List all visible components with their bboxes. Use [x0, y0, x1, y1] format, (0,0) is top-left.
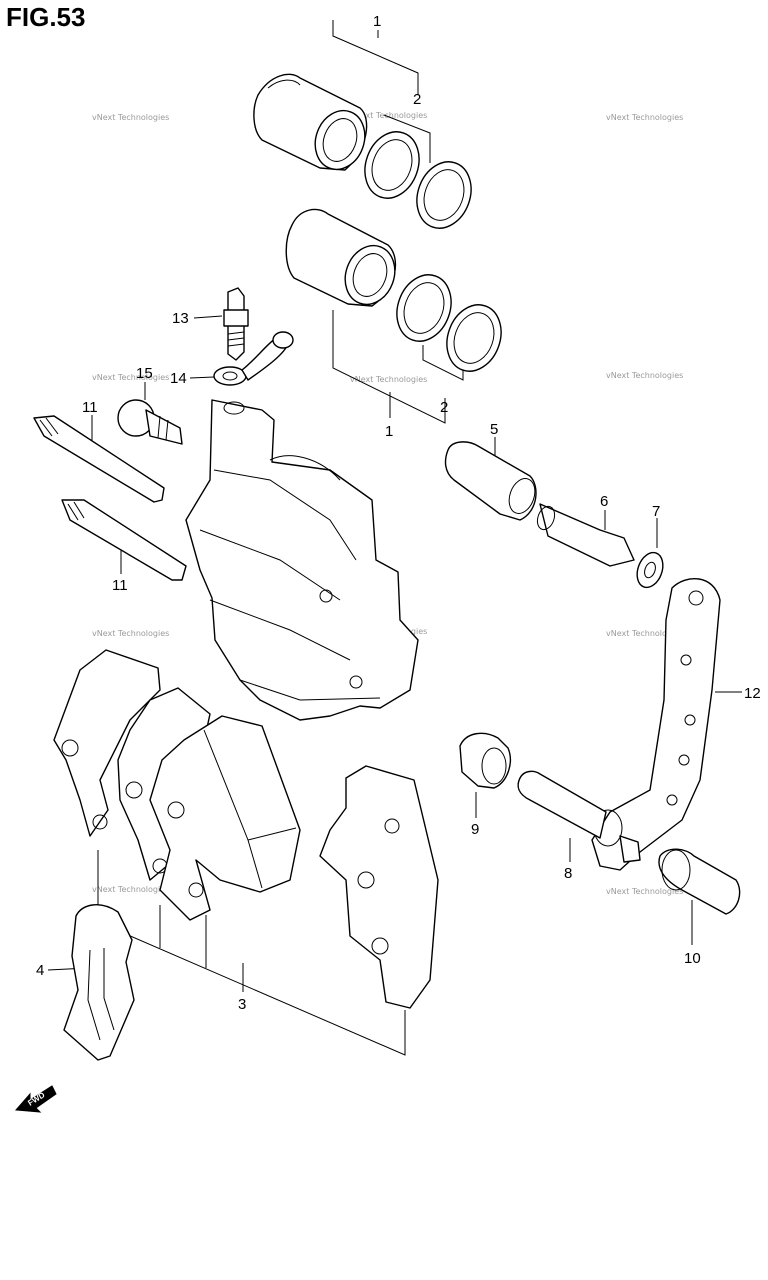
fwd-arrow: FWD: [14, 1085, 57, 1113]
watermark-text: vNext Technologies: [92, 373, 169, 382]
watermark-text: vNext Technologies: [606, 629, 683, 638]
brake-pad-shim-rear: [319, 765, 439, 1009]
seal-upper-1: [364, 131, 420, 199]
seal-lower-1: [396, 274, 452, 342]
callout-1[interactable]: 1: [385, 423, 393, 440]
brake-pad-shim-outer: [53, 649, 161, 837]
watermark-text: vNext Technologies: [606, 371, 683, 380]
slide-pin-upper: [33, 415, 165, 503]
callout-2[interactable]: 2: [440, 399, 448, 416]
bleeder-valve: [223, 287, 249, 361]
callout-3[interactable]: 3: [238, 996, 246, 1013]
bracket-bushing: [658, 848, 741, 915]
seal-upper-2: [416, 161, 472, 229]
pin-boot: [459, 732, 512, 789]
guide-pin: [536, 503, 635, 567]
callout-14[interactable]: 14: [170, 370, 187, 387]
callout-5[interactable]: 5: [490, 421, 498, 438]
watermark-text: vNext Technologies: [350, 111, 427, 120]
pad-spring: [63, 904, 135, 1061]
figure-title: FIG.53: [6, 2, 86, 32]
callout-13[interactable]: 13: [172, 310, 189, 327]
callout-labels: 1 2 1 2 3 4 5 6 7 8 9 10 11 11 12 13 14 …: [36, 13, 761, 1013]
callout-10[interactable]: 10: [684, 950, 701, 967]
brake-pad: [149, 715, 301, 921]
washer: [636, 551, 664, 589]
slide-pin-lower: [61, 499, 187, 581]
callout-1[interactable]: 1: [373, 13, 381, 30]
callout-11[interactable]: 11: [112, 577, 128, 594]
callout-9[interactable]: 9: [471, 821, 479, 838]
seal-lower-2: [446, 304, 502, 372]
callout-11[interactable]: 11: [82, 399, 98, 416]
bracket-pin: [517, 770, 607, 839]
caliper-body: [185, 399, 419, 721]
watermark-text: vNext Technologies: [606, 113, 683, 122]
watermark-text: vNext Technologies: [92, 885, 169, 894]
callout-15[interactable]: 15: [136, 365, 153, 382]
callout-4[interactable]: 4: [36, 962, 44, 979]
callout-8[interactable]: 8: [564, 865, 572, 882]
caliper-bracket: [591, 577, 721, 871]
bleeder-cap: [213, 331, 294, 386]
watermark-text: vNext Technologies: [606, 887, 683, 896]
callout-7[interactable]: 7: [652, 503, 660, 520]
leader-lines: [47, 20, 742, 1056]
caliper-bolt: [117, 399, 183, 445]
callout-2[interactable]: 2: [413, 91, 421, 108]
boot: [444, 441, 537, 521]
piston-upper: [253, 73, 368, 171]
watermark-text: vNext Technologies: [92, 113, 169, 122]
watermark-text: vNext Technologies: [92, 629, 169, 638]
callout-12[interactable]: 12: [744, 685, 761, 702]
watermark-text: vNext Technologies: [350, 375, 427, 384]
piston-lower: [285, 208, 397, 307]
callout-6[interactable]: 6: [600, 493, 608, 510]
